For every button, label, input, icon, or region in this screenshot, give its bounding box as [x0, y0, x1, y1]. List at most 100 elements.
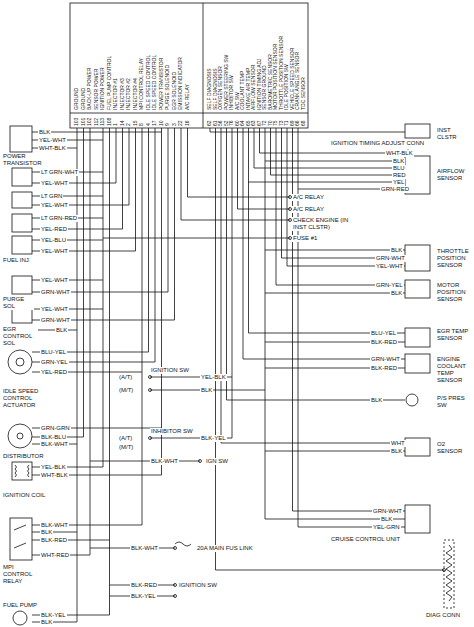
wire-label: POWER TRANSISTOR	[2, 153, 39, 167]
pin-name: COOLANT TEMP	[240, 70, 246, 111]
wire	[161, 128, 162, 475]
pin-number: 113	[100, 117, 106, 127]
wire-label: IGNITION COIL	[2, 492, 46, 499]
cluster-symbol	[405, 124, 430, 138]
pin-name: CRANK ANGLE SENSOR	[295, 51, 301, 111]
wire	[122, 128, 123, 229]
wire-label: BLK	[380, 516, 393, 523]
pin-number: 56	[218, 119, 224, 127]
wire	[77, 128, 78, 622]
pin-number: 4	[146, 122, 152, 127]
wire-label: BLK	[40, 529, 53, 536]
ecu-connector	[70, 3, 308, 128]
wire	[226, 128, 227, 400]
wire-label: BLK	[390, 448, 403, 455]
pin-number: 17	[152, 119, 158, 127]
wire	[287, 128, 288, 266]
pin-name: INJECTOR #1	[113, 77, 119, 111]
wire	[265, 250, 405, 251]
wire	[249, 182, 406, 183]
pin-number: 103	[74, 117, 80, 127]
wire	[109, 128, 110, 615]
wire-label: GRN-WHT	[40, 289, 71, 296]
sensor-symbol	[405, 245, 430, 271]
wire-label: AIRFLOW SENSOR	[436, 168, 472, 182]
pin-name: SELF DIAGNOSIS	[207, 67, 213, 111]
wire-label: BLK-BLU	[40, 434, 67, 441]
wire-label: GRN-YEL	[40, 359, 69, 366]
pin-number: 66	[295, 119, 301, 127]
wire-label: GRN-WHT	[40, 317, 71, 324]
wire-group	[32, 128, 446, 622]
wire-label: YEL-WHT	[40, 277, 69, 284]
wire-label: PURGE SOL	[2, 296, 34, 310]
wire-label: WHT	[390, 440, 406, 447]
pin-number: 72	[262, 119, 268, 127]
wire-label: BLU-YEL	[370, 330, 397, 337]
diag-connector	[444, 540, 454, 608]
wire-label: P/S PRES SW	[436, 395, 472, 409]
wire	[271, 175, 406, 176]
wire	[281, 128, 282, 258]
switch-symbol	[406, 394, 418, 406]
wire	[254, 128, 255, 168]
terminal	[174, 547, 177, 550]
wire	[181, 220, 290, 221]
wire-label: YEL	[392, 179, 405, 186]
wire-label: O2 SENSOR	[436, 441, 472, 455]
pin-name: BACK-UP POWER	[87, 67, 93, 111]
wire-label: YEL-WHT	[40, 306, 69, 313]
wire-label: DISTRIBUTOR	[2, 453, 45, 460]
wire	[221, 128, 222, 443]
wire	[135, 128, 136, 251]
pin-name: IGNITION POWER	[100, 67, 106, 112]
relay-contact	[14, 525, 26, 548]
wire-label: GRN-WHT	[370, 356, 401, 363]
pin-name: AIRFLOW SENSOR	[251, 64, 257, 111]
wire-label: IGNITION SW	[178, 582, 218, 589]
wire	[238, 209, 291, 210]
wire-label: YEL-BLK	[200, 374, 227, 381]
pin-name: IDLE SPEED CONTROL	[152, 54, 158, 111]
pin-name: POWER TRANSISTOR	[159, 57, 165, 111]
wire-label: FUEL PUMP	[2, 602, 38, 609]
wire-label: BLK	[40, 619, 53, 626]
wire-label: BLK-YEL	[130, 593, 157, 600]
wire-label: BLU-YEL	[40, 349, 67, 356]
pin-name: INJECTOR #4	[133, 77, 139, 111]
pin-name: IDLE POSITION SW	[284, 63, 290, 111]
wire-label: BLK	[370, 397, 383, 404]
wire-label: BLK-RED	[40, 537, 68, 544]
wire-label: BLK	[390, 290, 403, 297]
wire	[174, 128, 175, 320]
pin-name: INJECTOR #2	[126, 77, 132, 111]
wire-label: THROTTLE POSITION SENSOR	[436, 248, 474, 269]
wire-label: YEL-RED	[40, 369, 68, 376]
wire-label: WHT-BLK	[40, 472, 69, 479]
connector-divider	[203, 3, 204, 128]
wire-label: BLK	[392, 158, 405, 165]
injector-symbol	[12, 192, 32, 208]
wire	[292, 128, 293, 511]
pin-number: 102	[87, 117, 93, 127]
pin-number: 22	[178, 119, 184, 127]
injector-symbol	[12, 236, 32, 254]
wire-label: CRUISE CONTROL UNIT	[330, 536, 401, 543]
wire-label: (M/T)	[118, 444, 134, 451]
wire-label: BLK-WHT	[150, 458, 179, 465]
wire-label: GRN-WHT	[375, 255, 406, 262]
wire-label: WHT-RED	[40, 552, 70, 559]
wire	[148, 128, 149, 352]
pin-name: GROUND	[74, 87, 80, 111]
pin-name: INJECTOR #3	[120, 77, 126, 111]
wire-label: BLK-WHT	[40, 441, 69, 448]
wire	[265, 451, 405, 452]
wire-label: BLK-WHT	[40, 522, 69, 529]
wire	[90, 128, 91, 555]
wire	[142, 128, 143, 525]
wire-label: BLK-RED	[130, 582, 158, 589]
connector-divider	[70, 113, 308, 114]
wire	[103, 238, 290, 239]
pin-number: 62	[207, 119, 213, 127]
wire-label: YEL-RED	[40, 226, 68, 233]
